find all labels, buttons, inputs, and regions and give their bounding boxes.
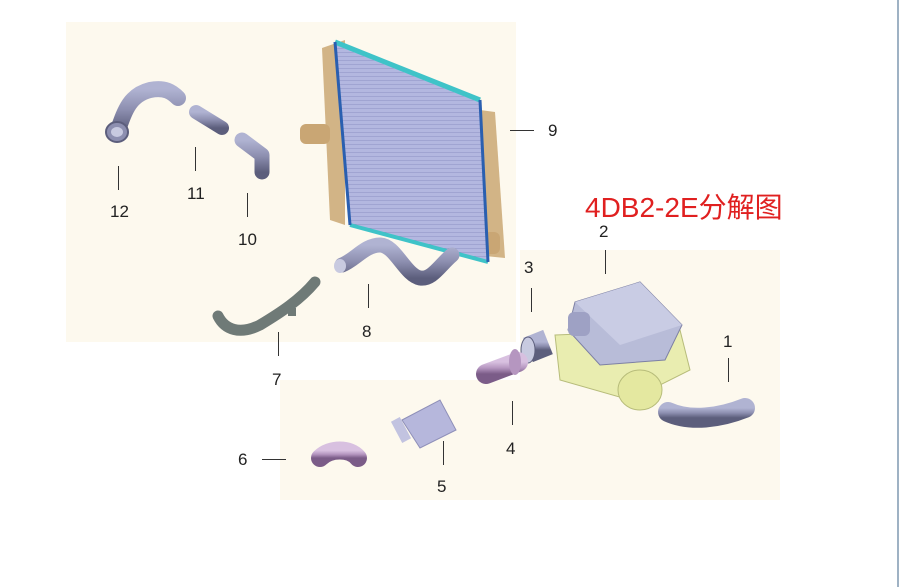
callout-9: 9 — [548, 121, 558, 140]
diagram-title: 4DB2-2E分解图 — [585, 192, 783, 223]
leader-2 — [605, 250, 606, 274]
part-4-reducer — [476, 349, 528, 384]
leader-7 — [278, 332, 279, 356]
part-2-air-filter — [554, 281, 691, 411]
callout-8: 8 — [362, 322, 372, 341]
part-7-metal-pipe — [212, 276, 321, 336]
callout-11: 11 — [187, 184, 205, 203]
part-5-resonator — [390, 399, 457, 449]
leader-11 — [195, 147, 196, 171]
leader-8 — [368, 284, 369, 308]
callout-2: 2 — [599, 222, 609, 241]
leader-3 — [531, 288, 532, 312]
callout-1: 1 — [723, 332, 733, 351]
part-9-intercooler — [300, 39, 505, 264]
leader-12 — [118, 166, 119, 190]
background-panel-bottom — [280, 380, 520, 500]
part-8-s-hose — [334, 237, 460, 286]
leader-4 — [512, 401, 513, 425]
leader-10 — [247, 193, 248, 217]
leader-6 — [262, 459, 286, 460]
callout-4: 4 — [506, 439, 516, 458]
part-1-intake-hose — [658, 398, 755, 428]
leader-9 — [510, 130, 534, 131]
leader-1 — [728, 358, 729, 382]
right-edge-border — [897, 0, 899, 587]
callout-12: 12 — [110, 202, 129, 221]
leader-5 — [443, 441, 444, 465]
callout-6: 6 — [238, 450, 248, 469]
part-12-bent-hose — [105, 81, 186, 143]
callout-10: 10 — [238, 230, 257, 249]
part-11-coupling — [189, 105, 229, 135]
callout-3: 3 — [524, 258, 534, 277]
callout-7: 7 — [272, 370, 282, 389]
part-10-elbow — [234, 132, 270, 180]
callout-5: 5 — [437, 477, 447, 496]
part-6-elbow — [311, 441, 367, 467]
